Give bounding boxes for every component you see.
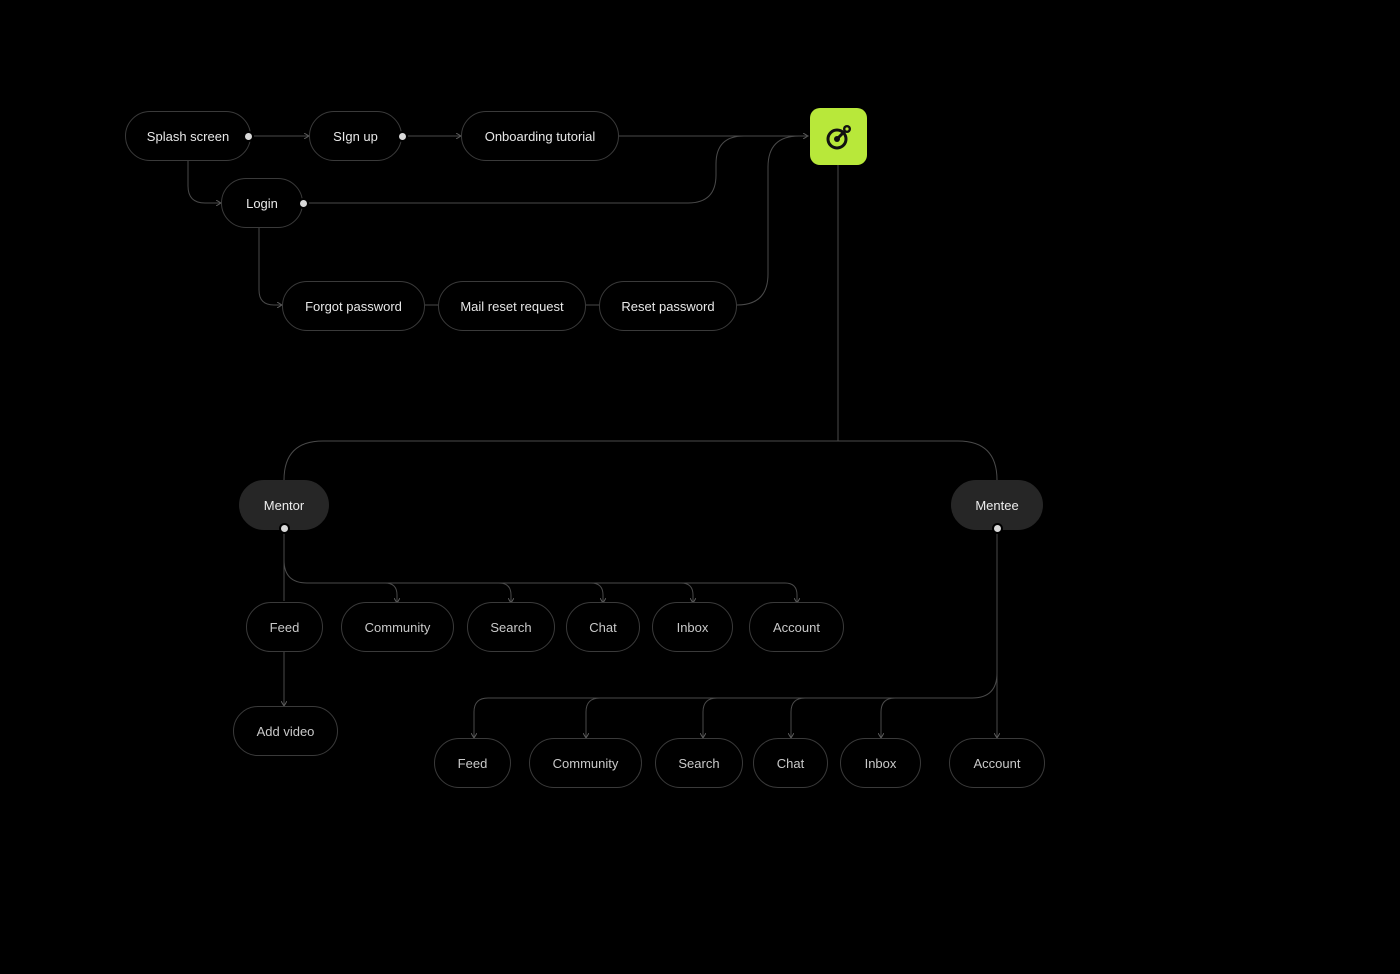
node-label: Reset password	[621, 298, 715, 314]
node-label: Splash screen	[146, 128, 230, 144]
node-label: Inbox	[676, 619, 709, 635]
target-pin-icon	[826, 124, 851, 149]
node-label: Mentor	[263, 497, 305, 513]
node-label: Feed	[457, 755, 488, 771]
edge-login-app	[303, 135, 808, 204]
node-mentor: Mentor	[239, 480, 329, 530]
mentor-node-feed: Feed	[246, 602, 323, 652]
node-sign-up: SIgn up	[309, 111, 402, 161]
mentee-node-feed: Feed	[434, 738, 511, 788]
node-label: Chat	[776, 755, 805, 771]
edge-roles-branch	[283, 440, 998, 481]
node-label: Community	[552, 755, 619, 771]
node-label: Search	[490, 619, 532, 635]
edge-mentee-bus	[474, 528, 998, 738]
edge-login-forgot	[258, 227, 282, 305]
mentee-node-search: Search	[655, 738, 743, 788]
mentee-node-inbox: Inbox	[840, 738, 921, 788]
node-label: Forgot password	[305, 298, 402, 314]
node-reset-password: Reset password	[599, 281, 737, 331]
mentor-node-inbox: Inbox	[652, 602, 733, 652]
node-splash-screen: Splash screen	[125, 111, 251, 161]
node-login: Login	[221, 178, 303, 228]
mentor-node-search: Search	[467, 602, 555, 652]
connector-dot	[281, 525, 288, 532]
mentee-node-community: Community	[529, 738, 642, 788]
edge-reset-app	[736, 135, 808, 306]
mentee-node-account: Account	[949, 738, 1045, 788]
mentee-node-chat: Chat	[753, 738, 828, 788]
edge-mentor-bus	[283, 528, 797, 603]
node-label: Add video	[256, 723, 315, 739]
node-label: Inbox	[864, 755, 897, 771]
node-mail-reset-request: Mail reset request	[438, 281, 586, 331]
mentor-node-chat: Chat	[566, 602, 640, 652]
mentor-node-add-video: Add video	[233, 706, 338, 756]
node-label: Mail reset request	[460, 298, 564, 314]
node-mentee: Mentee	[951, 480, 1043, 530]
node-label: SIgn up	[333, 128, 378, 144]
app-logo-icon	[810, 108, 867, 165]
node-label: Login	[246, 195, 278, 211]
connector-dot	[994, 525, 1001, 532]
node-label: Feed	[269, 619, 300, 635]
node-label: Mentee	[975, 497, 1019, 513]
node-label: Search	[678, 755, 720, 771]
connector-dot	[300, 200, 307, 207]
mentor-node-community: Community	[341, 602, 454, 652]
node-label: Community	[364, 619, 431, 635]
node-label: Account	[973, 755, 1021, 771]
node-forgot-password: Forgot password	[282, 281, 425, 331]
node-label: Account	[773, 619, 820, 635]
node-label: Chat	[589, 619, 617, 635]
connector-dot	[399, 133, 406, 140]
node-onboarding-tutorial: Onboarding tutorial	[461, 111, 619, 161]
node-label: Onboarding tutorial	[484, 128, 596, 144]
edge-splash-login	[187, 160, 221, 203]
mentor-node-account: Account	[749, 602, 844, 652]
connector-dot	[245, 133, 252, 140]
